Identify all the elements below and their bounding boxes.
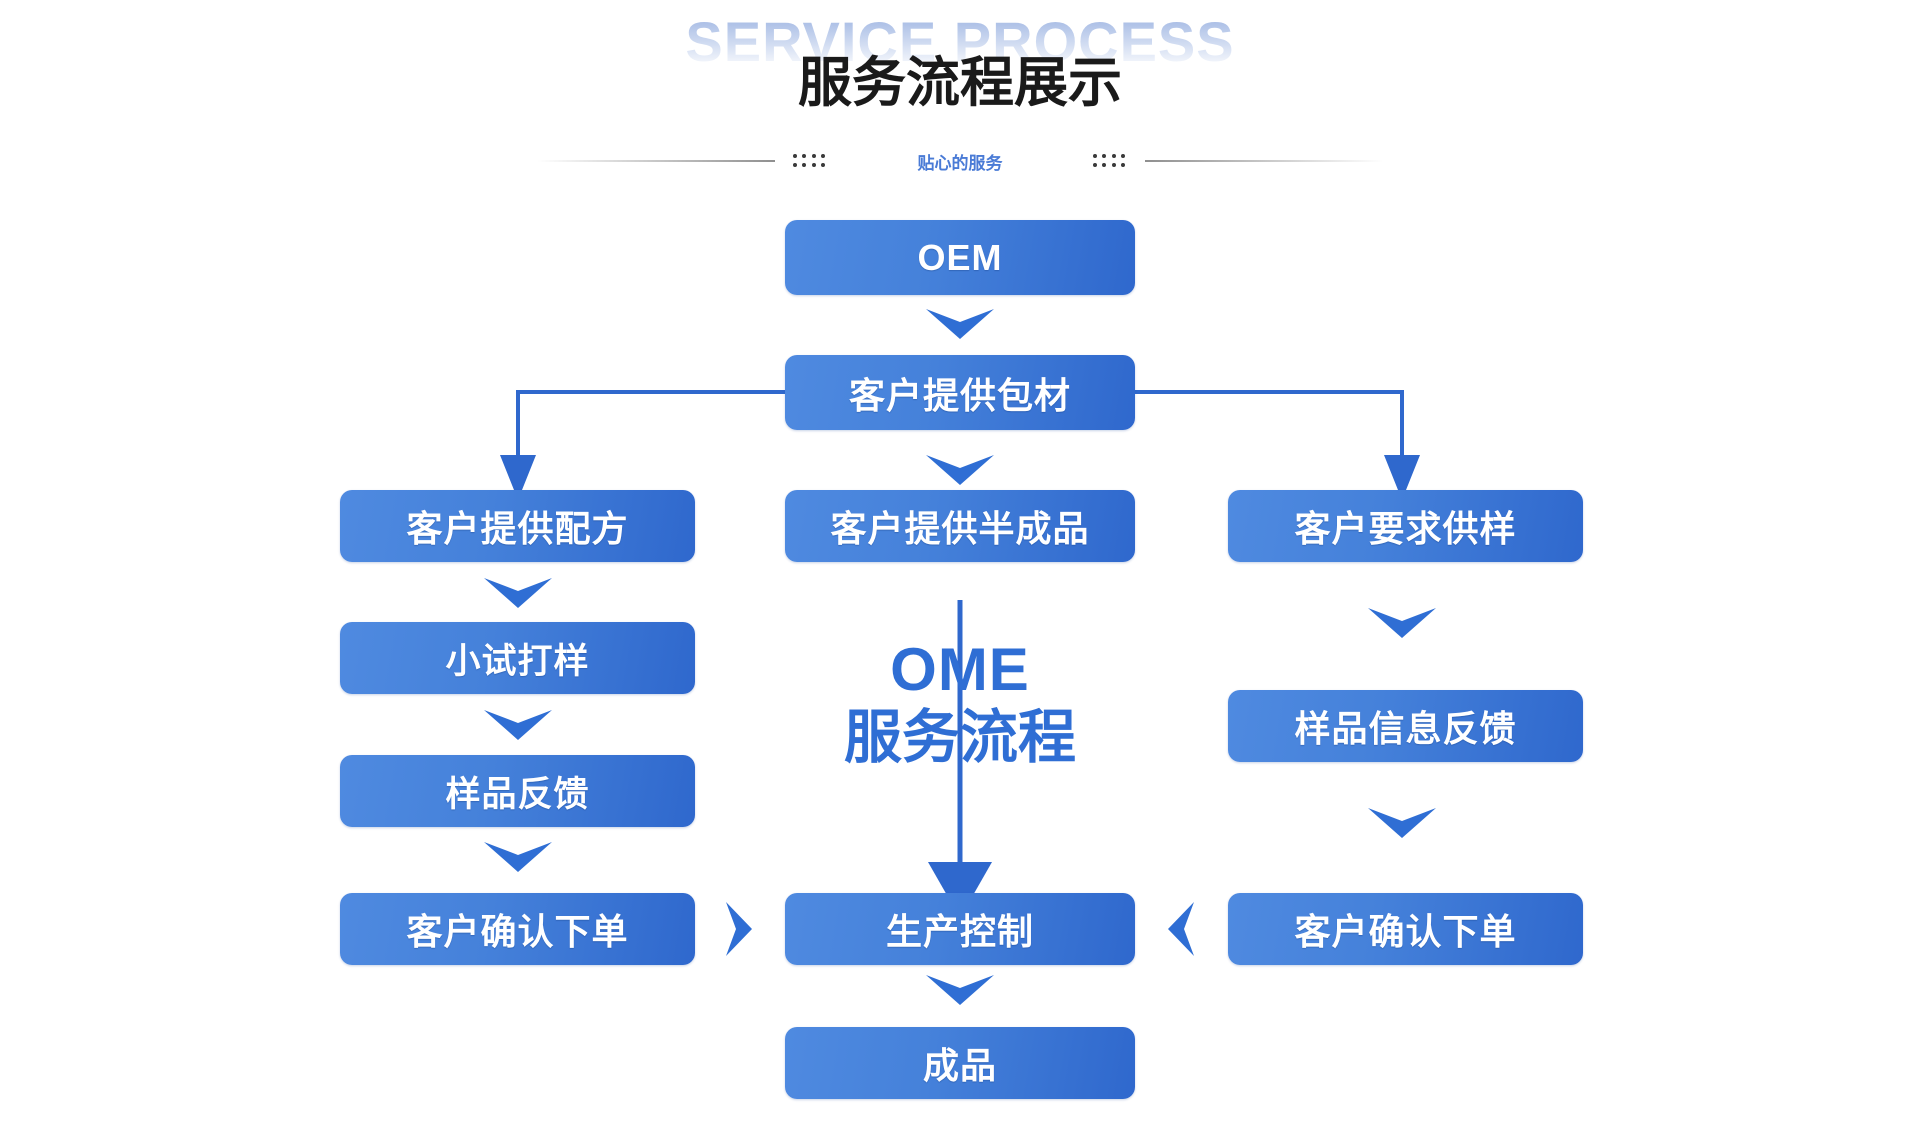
node-customer-requests-sample[interactable]: 客户要求供样 (1228, 490, 1583, 562)
node-finished-product[interactable]: 成品 (785, 1027, 1135, 1099)
page-header: SERVICE PROCESS 服务流程展示 贴心的服务 (0, 0, 1920, 173)
chevron-down-icon-formula-trial (484, 578, 552, 608)
chevron-down-icon-pkg-semi (926, 455, 994, 485)
node-trial-sampling[interactable]: 小试打样 (340, 622, 695, 694)
node-customer-provides-packaging[interactable]: 客户提供包材 (785, 355, 1135, 430)
background-title: SERVICE PROCESS (0, 14, 1920, 70)
page-subtitle: 贴心的服务 (917, 153, 1003, 173)
chevron-down-icon-samplereq-info (1368, 608, 1436, 638)
node-oem[interactable]: OEM (785, 220, 1135, 295)
connector-pkg-to-sample-req (1135, 390, 1404, 460)
divider-line-left (537, 160, 775, 162)
center-label-latin: OME (890, 636, 1030, 703)
node-customer-provides-semi-finished[interactable]: 客户提供半成品 (785, 490, 1135, 562)
chevron-down-icon-trial-samplefb (484, 710, 552, 740)
chevron-down-icon-samplefb-order (484, 842, 552, 872)
dot-grid-icon-right (1093, 154, 1127, 168)
node-sample-info-feedback[interactable]: 样品信息反馈 (1228, 690, 1583, 762)
divider-line-right (1145, 160, 1383, 162)
center-process-label: OME 服务流程 (750, 636, 1170, 770)
connector-pkg-to-formula (516, 390, 785, 460)
chevron-down-icon-oem-pkg (926, 309, 994, 339)
node-production-control[interactable]: 生产控制 (785, 893, 1135, 965)
chevron-down-icon-prodctrl-finished (926, 975, 994, 1005)
node-sample-feedback[interactable]: 样品反馈 (340, 755, 695, 827)
divider: 贴心的服务 (0, 149, 1920, 173)
chevron-down-icon-info-order (1368, 808, 1436, 838)
node-customer-provides-formula[interactable]: 客户提供配方 (340, 490, 695, 562)
center-label-cjk: 服务流程 (843, 704, 1076, 770)
chevron-left-icon-right-to-center (1168, 902, 1194, 956)
chevron-right-icon-left-to-center (726, 902, 752, 956)
node-customer-confirms-order-left[interactable]: 客户确认下单 (340, 893, 695, 965)
page-title: 服务流程展示 (798, 53, 1122, 113)
dot-grid-icon-left (793, 154, 827, 168)
node-customer-confirms-order-right[interactable]: 客户确认下单 (1228, 893, 1583, 965)
